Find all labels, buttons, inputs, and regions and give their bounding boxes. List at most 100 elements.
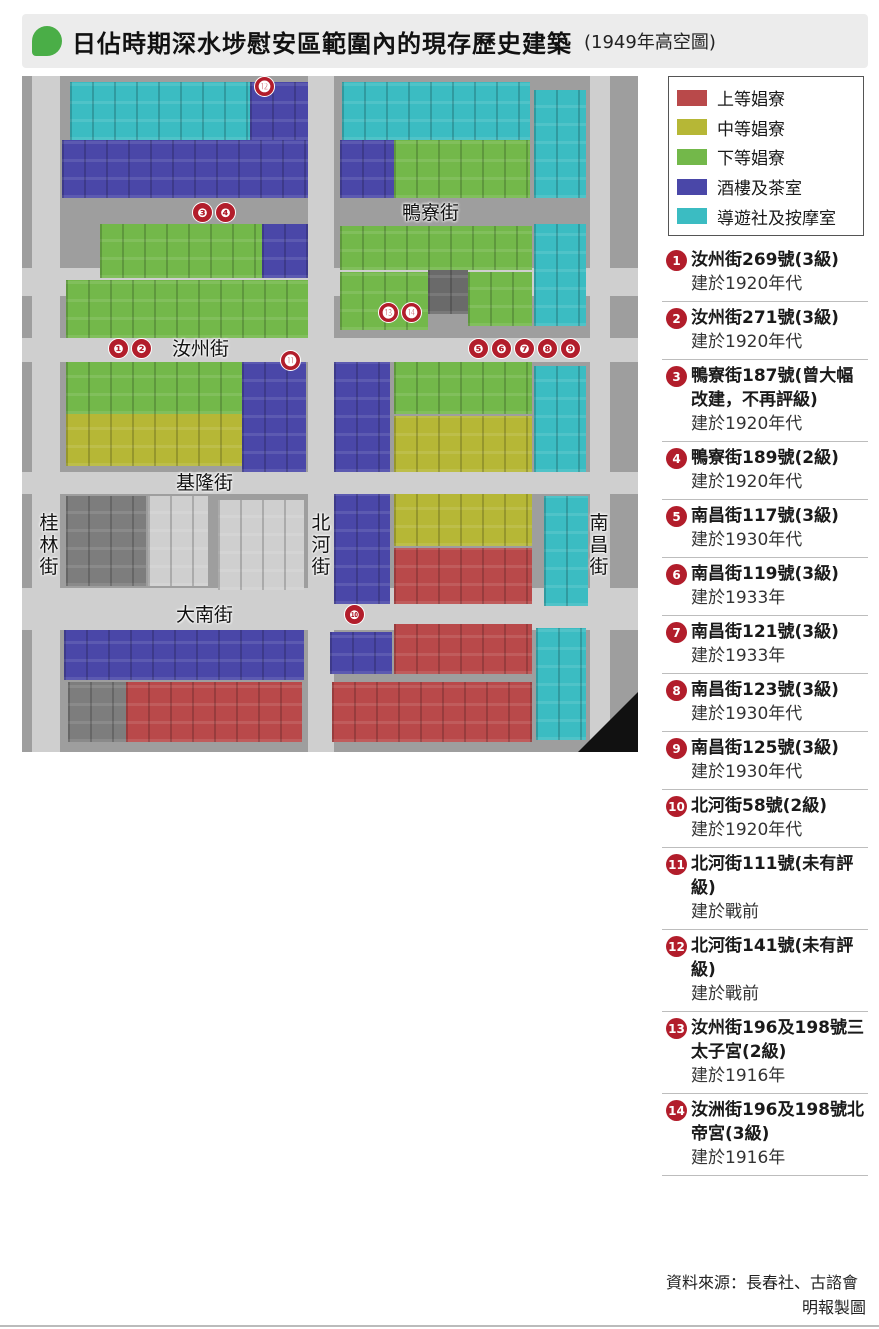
number-badge: 9 xyxy=(666,738,687,759)
pin-marker[interactable]: ❼ xyxy=(514,338,535,359)
item-title: 南昌街117號(3級) xyxy=(691,506,839,526)
credit-label: 明報製圖 xyxy=(801,1298,866,1317)
block-low-grade xyxy=(394,140,530,198)
item-title: 北河街111號(未有評級) xyxy=(691,854,854,898)
source-label: 資料來源：長春社、古諮會 xyxy=(666,1273,859,1292)
item-built: 建於1916年 xyxy=(691,1148,786,1168)
legend-label: 酒樓及茶室 xyxy=(717,179,802,200)
item-title: 鴨寮街189號(2級) xyxy=(691,448,839,468)
pin-marker[interactable]: ❷ xyxy=(131,338,152,359)
item-built: 建於1920年代 xyxy=(691,274,803,294)
block-guide xyxy=(534,224,586,326)
block-low-grade xyxy=(468,272,532,326)
block-guide xyxy=(534,366,586,472)
item-built: 建於1930年代 xyxy=(691,704,803,724)
item-built: 建於1933年 xyxy=(691,588,786,608)
block-restaurant xyxy=(340,140,394,198)
pin-group-10: ❿ xyxy=(344,604,365,625)
block-low-grade xyxy=(66,280,308,338)
block-low-grade xyxy=(100,224,262,278)
legend-item: 酒樓及茶室 xyxy=(677,172,855,202)
block-gray xyxy=(68,682,126,742)
pin-marker[interactable]: ⓬ xyxy=(254,76,275,97)
block-low-grade xyxy=(66,362,242,414)
item-built: 建於戰前 xyxy=(691,984,759,1004)
pin-marker[interactable]: ❶ xyxy=(108,338,129,359)
number-badge: 3 xyxy=(666,366,687,387)
pin-group-3-4: ❸ ❹ xyxy=(192,202,236,223)
block-temple xyxy=(428,270,468,314)
block-restaurant xyxy=(262,224,308,278)
item-title: 汝州街271號(3級) xyxy=(691,308,839,328)
pin-marker[interactable]: ❹ xyxy=(215,202,236,223)
block-guide xyxy=(536,628,586,740)
item-built: 建於1920年代 xyxy=(691,332,803,352)
pin-marker[interactable]: ❽ xyxy=(537,338,558,359)
street-label-nam-cheong: 南昌街 xyxy=(589,512,609,578)
block-mid-grade xyxy=(66,414,242,466)
item-built: 建於戰前 xyxy=(691,902,759,922)
number-badge: 5 xyxy=(666,506,687,527)
legend-item: 下等娼寮 xyxy=(677,142,855,172)
number-badge: 10 xyxy=(666,796,687,817)
pin-marker[interactable]: ❾ xyxy=(560,338,581,359)
block-gray xyxy=(66,496,146,586)
block-top-grade xyxy=(332,682,532,742)
pin-marker[interactable]: ❸ xyxy=(192,202,213,223)
pin-marker[interactable]: ⓫ xyxy=(280,350,301,371)
title-dot-icon xyxy=(32,26,62,56)
block-low-grade xyxy=(394,362,532,414)
block-restaurant xyxy=(334,494,390,604)
pin-marker[interactable]: ❻ xyxy=(491,338,512,359)
number-badge: 6 xyxy=(666,564,687,585)
block-guide xyxy=(544,496,588,606)
legend-label: 上等娼寮 xyxy=(717,90,785,111)
number-badge: 1 xyxy=(666,250,687,271)
pin-group-13-14: ⓭ ⓮ xyxy=(378,302,422,323)
item-built: 建於1930年代 xyxy=(691,530,803,550)
legend-swatch xyxy=(677,148,707,165)
block-low-grade xyxy=(340,226,532,270)
block-mid-grade xyxy=(394,416,532,472)
pin-marker[interactable]: ❿ xyxy=(344,604,365,625)
number-badge: 7 xyxy=(666,622,687,643)
block-restaurant xyxy=(330,632,392,674)
item-title: 南昌街121號(3級) xyxy=(691,622,839,642)
pin-group-11: ⓫ xyxy=(280,350,301,371)
block-gray xyxy=(148,496,208,586)
block-mid-grade xyxy=(394,494,532,546)
item-title: 汝州街196及198號三太子宮(2級) xyxy=(691,1018,864,1062)
number-badge: 11 xyxy=(666,854,687,875)
legend-swatch xyxy=(677,89,707,106)
item-title: 北河街58號(2級) xyxy=(691,796,828,816)
pin-marker[interactable]: ⓭ xyxy=(378,302,399,323)
number-badge: 4 xyxy=(666,448,687,469)
legend-swatch xyxy=(677,178,707,195)
block-guide xyxy=(70,82,250,140)
pin-marker[interactable]: ❺ xyxy=(468,338,489,359)
legend-swatch xyxy=(677,119,707,136)
aerial-map: 鴨寮街 汝州街 基隆街 桂林街 北河街 南昌街 大南街 ❶ ❷ ❸ ❹ ❺ ❻ … xyxy=(22,76,638,752)
item-title: 南昌街119號(3級) xyxy=(691,564,839,584)
item-built: 建於1920年代 xyxy=(691,820,803,840)
block-restaurant xyxy=(64,630,304,680)
street-label-pei-ho: 北河街 xyxy=(311,512,331,578)
street-label-tai-nan: 大南街 xyxy=(176,604,234,626)
item-title: 北河街141號(未有評級) xyxy=(691,936,854,980)
item-built: 建於1920年代 xyxy=(691,414,803,434)
source-note: 資料來源：長春社、古諮會 明報製圖 xyxy=(666,1270,866,1320)
pin-marker[interactable]: ⓮ xyxy=(401,302,422,323)
legend-label: 中等娼寮 xyxy=(717,119,785,140)
item-title: 南昌街123號(3級) xyxy=(691,680,839,700)
block-top-grade xyxy=(126,682,302,742)
item-built: 建於1933年 xyxy=(691,646,786,666)
block-restaurant xyxy=(242,362,306,472)
